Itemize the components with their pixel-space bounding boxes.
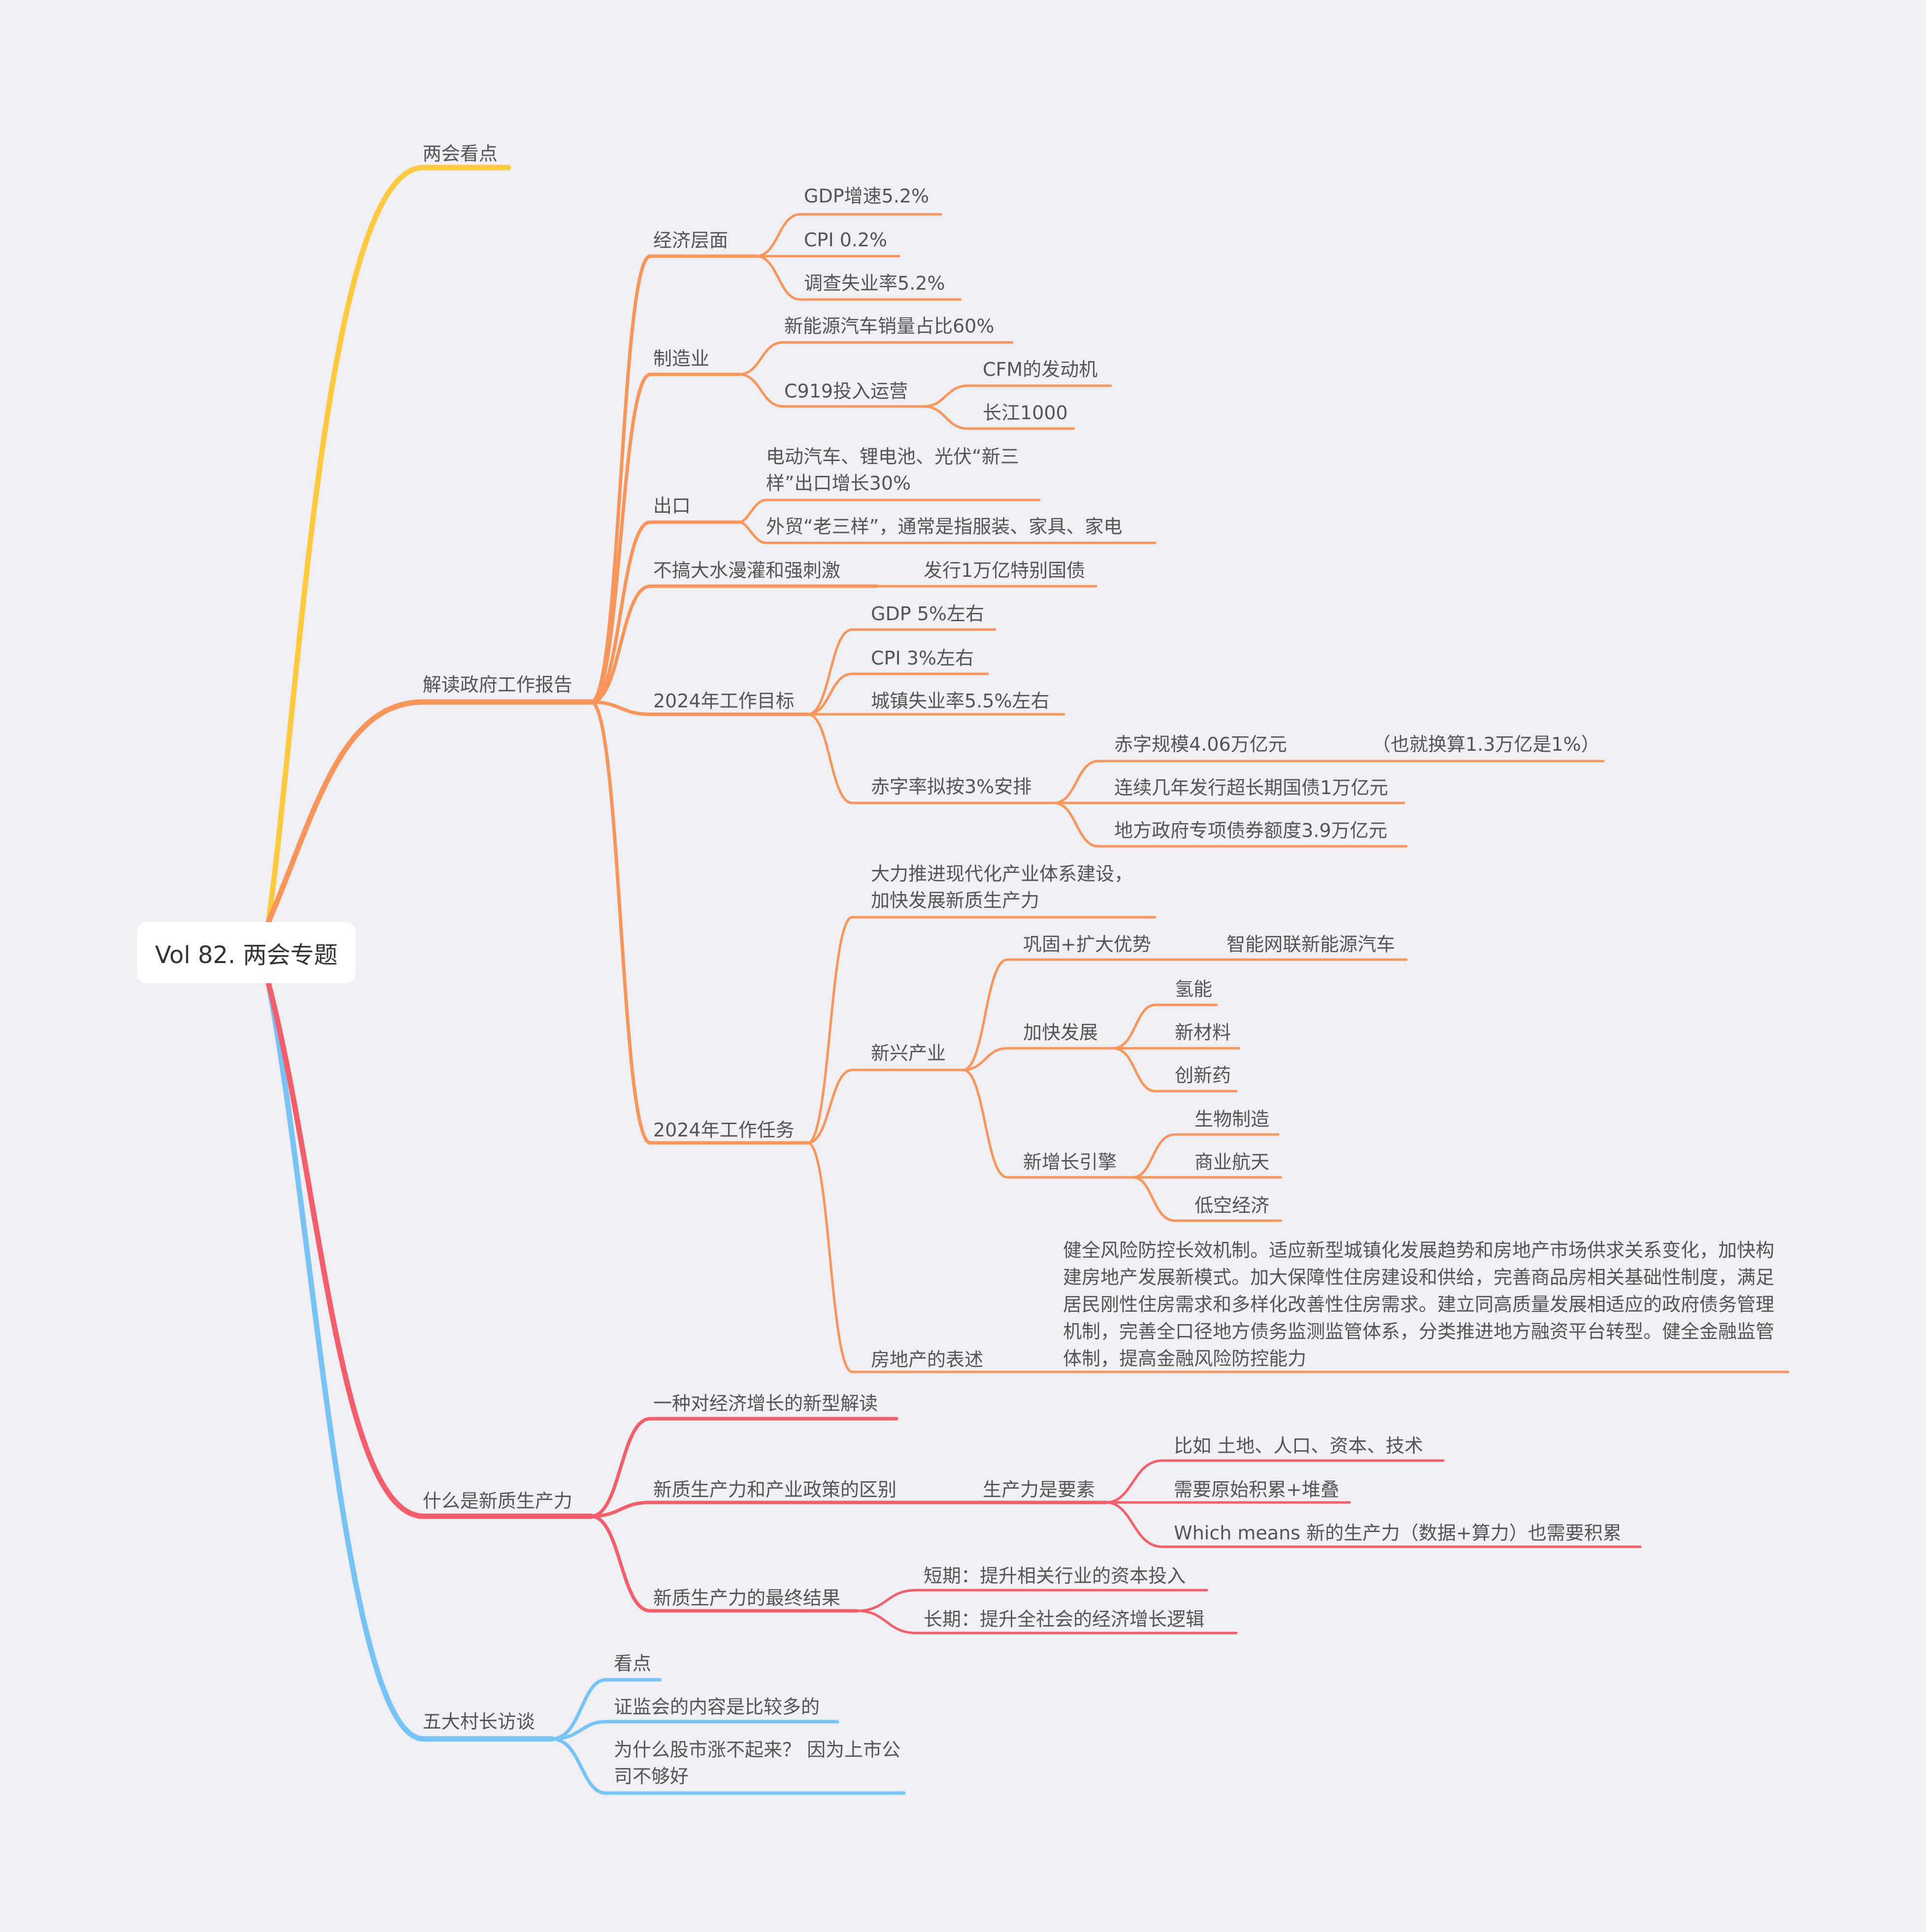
leaf-long-term[interactable]: 长期：提升全社会的经济增长逻辑 <box>924 1608 1205 1630</box>
leaf-modern-industry[interactable]: 大力推进现代化产业体系建设，加快发展新质生产力 <box>871 863 1133 911</box>
branch-two-sessions-highlights[interactable]: 两会看点 <box>423 143 498 165</box>
leaf-unemployment[interactable]: 调查失业率5.2% <box>804 272 945 294</box>
node-2024-goals[interactable]: 2024年工作目标 <box>653 690 795 712</box>
root-title: Vol 82. 两会专题 <box>155 941 338 969</box>
leaf-low-altitude[interactable]: 低空经济 <box>1195 1195 1270 1216</box>
node-economy[interactable]: 经济层面 <box>653 230 729 251</box>
leaf-urban-unemployment[interactable]: 城镇失业率5.5%左右 <box>871 690 1050 712</box>
leaf-special-bonds[interactable]: 发行1万亿特别国债 <box>924 560 1086 581</box>
leaf-nev-share[interactable]: 新能源汽车销量占比60% <box>784 315 995 337</box>
root-node[interactable]: Vol 82. 两会专题 <box>137 922 356 983</box>
leaf-data-compute[interactable]: Which means 新的生产力（数据+算力）也需要积累 <box>1174 1522 1622 1544</box>
leaf-hydrogen[interactable]: 氢能 <box>1175 978 1213 1000</box>
connector-b1 <box>266 165 511 925</box>
node-no-stimulus[interactable]: 不搞大水漫灌和强刺激 <box>653 560 841 581</box>
node-growth-engine[interactable]: 新增长引擎 <box>1023 1151 1117 1173</box>
leaf-biomanufacturing[interactable]: 生物制造 <box>1195 1108 1270 1130</box>
branch-new-productivity[interactable]: 什么是新质生产力 <box>423 1490 573 1512</box>
branch-gov-report[interactable]: 解读政府工作报告 <box>423 674 573 696</box>
leaf-stock-market[interactable]: 为什么股市涨不起来？ 因为上市公司不够好 <box>614 1739 901 1787</box>
node-factors[interactable]: 生产力是要素 <box>983 1479 1096 1500</box>
leaf-gdp-target[interactable]: GDP 5%左右 <box>871 603 984 625</box>
leaf-gdp[interactable]: GDP增速5.2% <box>804 185 930 207</box>
node-c919[interactable]: C919投入运营 <box>784 380 908 402</box>
node-accelerate[interactable]: 加快发展 <box>1023 1022 1098 1043</box>
connector-b3 <box>266 980 594 1519</box>
node-property[interactable]: 房地产的表述 <box>871 1349 984 1370</box>
leaf-old-three[interactable]: 外贸“老三样”，通常是指服装、家具、家电 <box>766 516 1123 537</box>
node-policy-difference[interactable]: 新质生产力和产业政策的区别 <box>653 1479 897 1500</box>
leaf-factors-example[interactable]: 比如 土地、人口、资本、技术 <box>1174 1435 1424 1457</box>
leaf-cfm-engine[interactable]: CFM的发动机 <box>983 359 1098 380</box>
leaf-csrc-content[interactable]: 证监会的内容是比较多的 <box>614 1696 820 1718</box>
leaf-new-materials[interactable]: 新材料 <box>1175 1022 1231 1043</box>
leaf-short-term[interactable]: 短期：提升相关行业的资本投入 <box>924 1565 1186 1587</box>
node-deficit[interactable]: 赤字率拟按3%安排 <box>871 776 1032 798</box>
leaf-accumulation[interactable]: 需要原始积累+堆叠 <box>1174 1479 1339 1500</box>
node-final-result[interactable]: 新质生产力的最终结果 <box>653 1587 841 1609</box>
node-2024-tasks[interactable]: 2024年工作任务 <box>653 1119 795 1141</box>
leaf-property-text[interactable]: 健全风险防控长效机制。适应新型城镇化发展趋势和房地产市场供求关系变化，加快构建房… <box>1063 1239 1775 1369</box>
leaf-cpi-target[interactable]: CPI 3%左右 <box>871 647 974 669</box>
leaf-cpi[interactable]: CPI 0.2% <box>804 229 888 251</box>
connector-b4 <box>266 980 555 1742</box>
branch-village-interviews[interactable]: 五大村长访谈 <box>423 1711 535 1732</box>
leaf-commercial-space[interactable]: 商业航天 <box>1195 1151 1270 1173</box>
connector-b2 <box>266 699 594 925</box>
leaf-smart-nev[interactable]: 智能网联新能源汽车 <box>1227 933 1395 955</box>
leaf-ultra-long-bonds[interactable]: 连续几年发行超长期国债1万亿元 <box>1114 777 1389 799</box>
node-export[interactable]: 出口 <box>653 495 691 517</box>
leaf-deficit-scale[interactable]: 赤字规模4.06万亿元 <box>1114 733 1287 755</box>
node-emerging-industries[interactable]: 新兴产业 <box>871 1042 946 1064</box>
node-manufacturing[interactable]: 制造业 <box>653 348 710 369</box>
leaf-new-three[interactable]: 电动汽车、锂电池、光伏“新三样”出口增长30% <box>766 446 1019 494</box>
leaf-highlights[interactable]: 看点 <box>614 1653 652 1674</box>
leaf-changjiang-1000[interactable]: 长江1000 <box>983 402 1068 424</box>
leaf-deficit-note[interactable]: （也就换算1.3万亿是1%） <box>1372 733 1600 755</box>
leaf-new-interpretation[interactable]: 一种对经济增长的新型解读 <box>653 1393 878 1414</box>
leaf-local-special-bonds[interactable]: 地方政府专项债券额度3.9万亿元 <box>1114 820 1388 841</box>
node-consolidate[interactable]: 巩固+扩大优势 <box>1023 933 1151 955</box>
leaf-innovative-drugs[interactable]: 创新药 <box>1175 1065 1231 1086</box>
